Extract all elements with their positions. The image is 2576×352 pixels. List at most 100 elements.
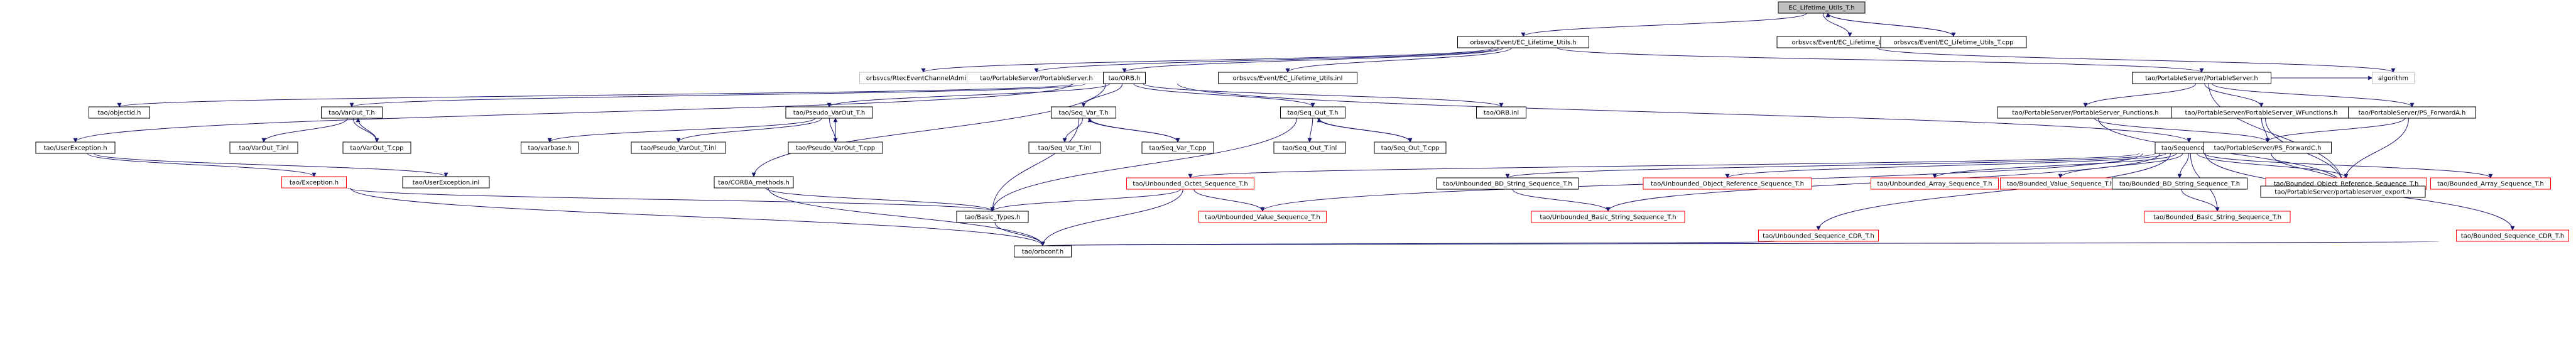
graph-node[interactable]: tao/Exception.h	[281, 176, 347, 189]
graph-node[interactable]: tao/VarOut_T.inl	[229, 141, 298, 154]
node-label: tao/ORB.h	[1109, 75, 1141, 82]
graph-node[interactable]: tao/Unbounded_Value_Sequence_T.h	[1198, 211, 1327, 223]
dependency-edge	[356, 118, 378, 143]
dependency-edge	[2204, 153, 2493, 179]
dependency-edge	[73, 83, 1072, 143]
node-label: tao/Seq_Var_T.inl	[1038, 145, 1092, 152]
dependency-edge	[1816, 153, 2171, 231]
graph-node[interactable]: tao/Seq_Var_T.h	[1051, 106, 1116, 119]
graph-node[interactable]: tao/Pseudo_VarOut_T.h	[785, 106, 873, 119]
node-box	[1643, 177, 1812, 190]
graph-node[interactable]: tao/Unbounded_Object_Reference_Sequence_…	[1643, 177, 1812, 190]
node-box	[788, 141, 883, 154]
graph-node[interactable]: tao/varbase.h	[521, 141, 579, 154]
dependency-edge	[1042, 241, 2440, 246]
graph-node[interactable]: tao/ORB.h	[1103, 72, 1146, 84]
graph-node[interactable]: tao/Seq_Out_T.inl	[1273, 141, 1346, 154]
node-label: tao/Unbounded_Array_Sequence_T.h	[1878, 181, 1992, 188]
node-label: tao/PortableServer/portableserver_export…	[2274, 189, 2411, 196]
node-box	[1028, 141, 1101, 154]
graph-node[interactable]: tao/Pseudo_VarOut_T.inl	[631, 141, 726, 154]
graph-node[interactable]: tao/Bounded_BD_String_Sequence_T.h	[2112, 177, 2247, 190]
graph-node[interactable]: tao/PortableServer/PS_ForwardC.h	[2204, 141, 2332, 154]
node-label: tao/VarOut_T.h	[329, 110, 374, 117]
node-label: tao/Bounded_Value_Sequence_T.h	[2007, 181, 2114, 188]
graph-node[interactable]: tao/Bounded_Basic_String_Sequence_T.h	[2144, 211, 2291, 223]
graph-node[interactable]: tao/PortableServer/PortableServer_Functi…	[1997, 106, 2174, 119]
node-box	[1871, 177, 1999, 190]
graph-node[interactable]: tao/PortableServer/PortableServer.h	[2132, 72, 2271, 84]
dependency-edge	[990, 118, 1297, 212]
dependency-edge	[1087, 118, 1178, 143]
graph-node[interactable]: tao/UserException.h	[35, 141, 116, 154]
dependency-edge	[117, 83, 1075, 107]
graph-node[interactable]: tao/CORBA_methods.h	[714, 176, 794, 189]
graph-node[interactable]: tao/Unbounded_Sequence_CDR_T.h	[1758, 229, 1879, 242]
node-layer: EC_Lifetime_Utils_T.h orbsvcs/Event/EC_Li…	[35, 1, 2569, 258]
graph-node[interactable]: tao/ORB.inl	[1476, 106, 1526, 119]
dependency-edge	[990, 189, 1181, 212]
dependency-edge	[2204, 83, 2264, 107]
graph-node[interactable]: orbsvcs/Event/EC_Lifetime_Utils.h	[1457, 36, 1589, 48]
node-box	[2456, 229, 2569, 242]
node-label: tao/Pseudo_VarOut_T.h	[793, 110, 865, 117]
graph-node[interactable]: orbsvcs/Event/EC_Lifetime_Utils.inl	[1218, 72, 1357, 84]
dependency-edge	[2265, 118, 2405, 143]
graph-node[interactable]: tao/Bounded_Value_Sequence_T.h	[2000, 177, 2121, 190]
dependency-edge	[349, 83, 1086, 107]
dependency-edge	[1040, 189, 1183, 246]
graph-node[interactable]: tao/VarOut_T.h	[321, 106, 383, 119]
dependency-edge	[1143, 83, 1504, 107]
graph-node[interactable]: tao/Bounded_Sequence_CDR_T.h	[2456, 229, 2569, 242]
graph-node[interactable]: tao/orbconf.h	[1014, 245, 1072, 258]
dependency-edge	[1122, 47, 1504, 73]
node-box	[1051, 106, 1116, 119]
node-box	[2372, 72, 2415, 84]
graph-node[interactable]: tao/Seq_Out_T.cpp	[1374, 141, 1447, 154]
graph-node[interactable]: tao/Unbounded_BD_String_Sequence_T.h	[1436, 177, 1579, 190]
graph-node[interactable]: tao/Pseudo_VarOut_T.cpp	[788, 141, 883, 154]
graph-node[interactable]: tao/Unbounded_Octet_Sequence_T.h	[1126, 177, 1254, 190]
dependency-edge	[261, 118, 348, 143]
node-label: tao/PortableServer/PS_ForwardA.h	[2359, 110, 2466, 117]
dependency-edge	[1285, 47, 1512, 73]
graph-node[interactable]: tao/UserException.inl	[402, 176, 490, 189]
graph-node[interactable]: tao/Seq_Var_T.inl	[1028, 141, 1101, 154]
dependency-edge	[1041, 241, 1780, 246]
node-label: orbsvcs/Event/EC_Lifetime_Utils_T.inl	[1792, 40, 1908, 47]
node-label: tao/Seq_Var_T.cpp	[1149, 145, 1207, 152]
node-box	[1198, 211, 1327, 223]
graph-node[interactable]: tao/Seq_Out_T.h	[1280, 106, 1345, 119]
dependency-edge	[2177, 153, 2189, 179]
node-label: orbsvcs/Event/EC_Lifetime_Utils.h	[1470, 40, 1576, 47]
node-label: tao/Unbounded_Object_Reference_Sequence_…	[1651, 181, 1804, 188]
dependency-edge	[1876, 47, 2396, 73]
dependency-edge	[2181, 189, 2220, 212]
graph-node[interactable]: tao/Seq_Var_T.cpp	[1141, 141, 1214, 154]
graph-node[interactable]: tao/Unbounded_Array_Sequence_T.h	[1871, 177, 1999, 190]
graph-node: algorithm	[2372, 72, 2415, 84]
graph-node[interactable]: tao/Unbounded_Basic_String_Sequence_T.h	[1531, 211, 1685, 223]
node-box	[2348, 106, 2476, 119]
node-label: tao/VarOut_T.inl	[239, 145, 289, 152]
node-label: EC_Lifetime_Utils_T.h	[1788, 5, 1854, 12]
node-box	[631, 141, 726, 154]
graph-node[interactable]: tao/PortableServer/portableserver_export…	[2260, 185, 2426, 198]
graph-node[interactable]: tao/Bounded_Array_Sequence_T.h	[2430, 177, 2551, 190]
graph-node[interactable]: tao/PortableServer/PS_ForwardA.h	[2348, 106, 2476, 119]
dependency-edge	[1725, 153, 2166, 179]
graph-node[interactable]: tao/Basic_Types.h	[956, 211, 1029, 223]
node-box	[1141, 141, 1214, 154]
graph-node[interactable]: tao/objectid.h	[89, 106, 150, 119]
dependency-edge	[1193, 189, 1265, 212]
root-node[interactable]: EC_Lifetime_Utils_T.h	[1778, 1, 1866, 14]
graph-node[interactable]: tao/VarOut_T.cpp	[342, 141, 411, 154]
dependency-edge	[1825, 13, 1954, 37]
node-box	[89, 106, 150, 119]
dependency-edge	[829, 118, 838, 143]
graph-node[interactable]: orbsvcs/Event/EC_Lifetime_Utils_T.cpp	[1880, 36, 2027, 48]
dependency-edge	[2212, 83, 2415, 107]
node-box	[1476, 106, 1526, 119]
node-box	[1531, 211, 1685, 223]
graph-node[interactable]: tao/PortableServer/PortableServer_WFunct…	[2171, 106, 2351, 119]
